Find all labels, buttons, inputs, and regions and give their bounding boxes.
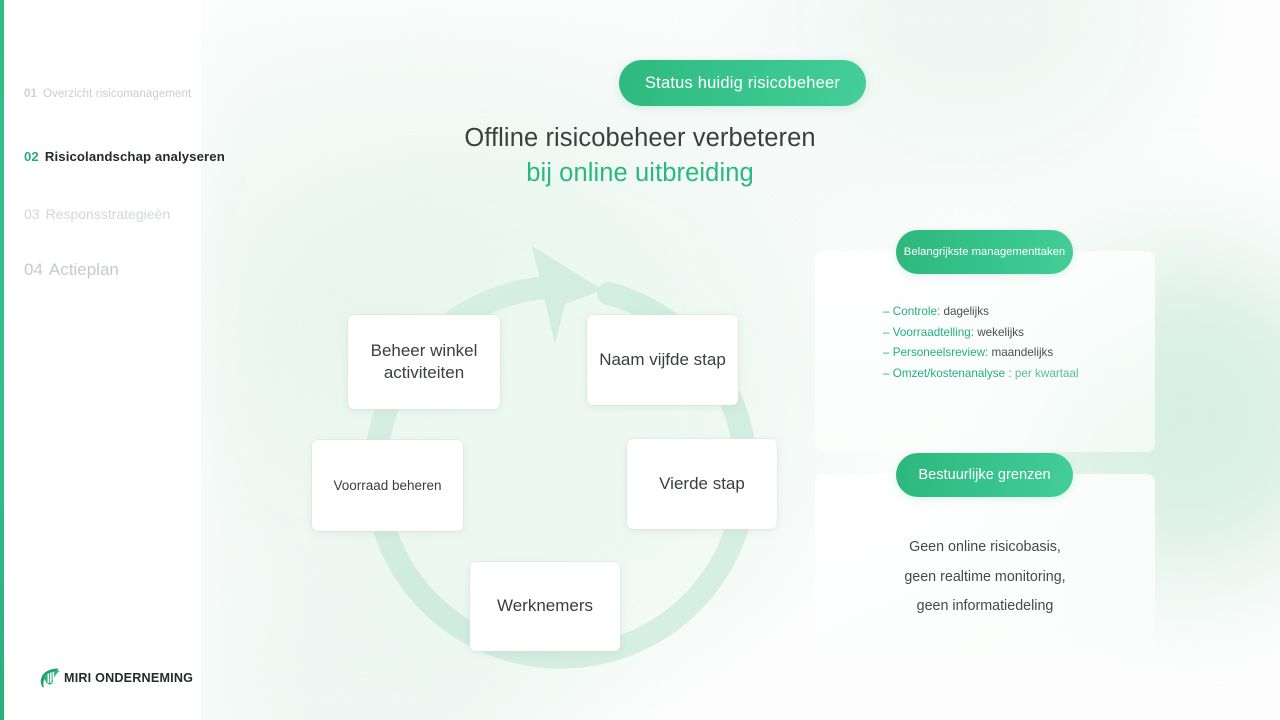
- bullet-dash: –: [883, 325, 890, 339]
- sidebar-item-overzicht-risicomanagement[interactable]: 01 Overzicht risicomanagement: [24, 88, 191, 100]
- cycle-node-beheer-winkel-activiteiten[interactable]: Beheer winkel activiteiten: [348, 315, 500, 409]
- bullet-term: Controle:: [892, 305, 941, 318]
- list-item: – Controle: dagelijks: [883, 302, 1173, 323]
- sidebar-accent-bar: [0, 0, 4, 720]
- limit-line: Geen online risicobasis,: [909, 539, 1061, 555]
- bullet-value: per kwartaal: [1014, 366, 1079, 380]
- cycle-node-label: Naam vijfde stap: [599, 349, 726, 369]
- sidebar-item-responsstrategieen[interactable]: 03 Responsstrategieën: [24, 206, 170, 222]
- sidebar-item-number: 03: [24, 206, 40, 222]
- list-item: – Omzet/kostenanalyse : per kwartaal: [883, 364, 1173, 385]
- limit-line: geen informatiedeling: [916, 598, 1054, 614]
- brand-logo-text: MIRI ONDERNEMING: [64, 671, 194, 685]
- governance-limits-title: Bestuurlijke grenzen: [896, 453, 1073, 497]
- bullet-value: dagelijks: [943, 305, 989, 318]
- bullet-term: Voorraadtelling:: [892, 325, 974, 339]
- cycle-node-label: Werknemers: [496, 596, 594, 616]
- management-tasks-title: Belangrijkste managementtaken: [896, 230, 1073, 274]
- cycle-node-label: Beheer winkel activiteiten: [370, 340, 478, 382]
- list-item: – Personeelsreview: maandelijks: [883, 343, 1173, 364]
- sidebar-item-actieplan[interactable]: 04 Actieplan: [24, 260, 119, 280]
- bullet-value: wekelijks: [977, 325, 1024, 339]
- governance-limits-text: Geen online risicobasis, geen realtime m…: [815, 533, 1155, 622]
- bullet-term: Personeelsreview:: [892, 346, 989, 359]
- management-tasks-list: – Controle: dagelijks – Voorraadtelling:…: [883, 302, 1173, 384]
- sidebar-item-number: 01: [24, 88, 37, 100]
- limit-line: geen realtime monitoring,: [904, 568, 1066, 585]
- brand-logo: MIRI ONDERNEMING: [37, 666, 193, 690]
- cycle-node-voorraad-beheren[interactable]: Voorraad beheren: [312, 440, 463, 531]
- cycle-node-label: Voorraad beheren: [333, 477, 442, 493]
- sidebar-item-number: 02: [24, 149, 39, 164]
- cycle-node-vierde-stap[interactable]: Vierde stap: [627, 439, 777, 529]
- list-item: – Voorraadtelling: wekelijks: [883, 323, 1173, 344]
- bullet-dash: –: [883, 366, 890, 380]
- sidebar-item-label: Overzicht risicomanagement: [43, 88, 192, 100]
- sidebar-item-risicolandschap-analyseren[interactable]: 02 Risicolandschap analyseren: [24, 149, 225, 164]
- sidebar-item-number: 04: [24, 260, 43, 279]
- bullet-dash: –: [883, 305, 890, 318]
- cycle-node-label: Vierde stap: [659, 473, 745, 493]
- sidebar-item-label: Risicolandschap analyseren: [44, 149, 225, 164]
- sidebar: 01 Overzicht risicomanagement 02 Risicol…: [0, 0, 225, 720]
- bullet-value: maandelijks: [991, 346, 1054, 359]
- status-badge: Status huidig risicobeheer: [619, 60, 866, 106]
- leaf-logo-icon: [37, 666, 61, 690]
- bullet-term: Omzet/kostenanalyse :: [892, 366, 1012, 380]
- sidebar-item-label: Responsstrategieën: [45, 206, 171, 222]
- cycle-node-naam-vijfde-stap[interactable]: Naam vijfde stap: [587, 315, 738, 405]
- cycle-node-werknemers[interactable]: Werknemers: [470, 562, 620, 651]
- sidebar-item-label: Actieplan: [48, 260, 119, 279]
- bullet-dash: –: [883, 346, 890, 359]
